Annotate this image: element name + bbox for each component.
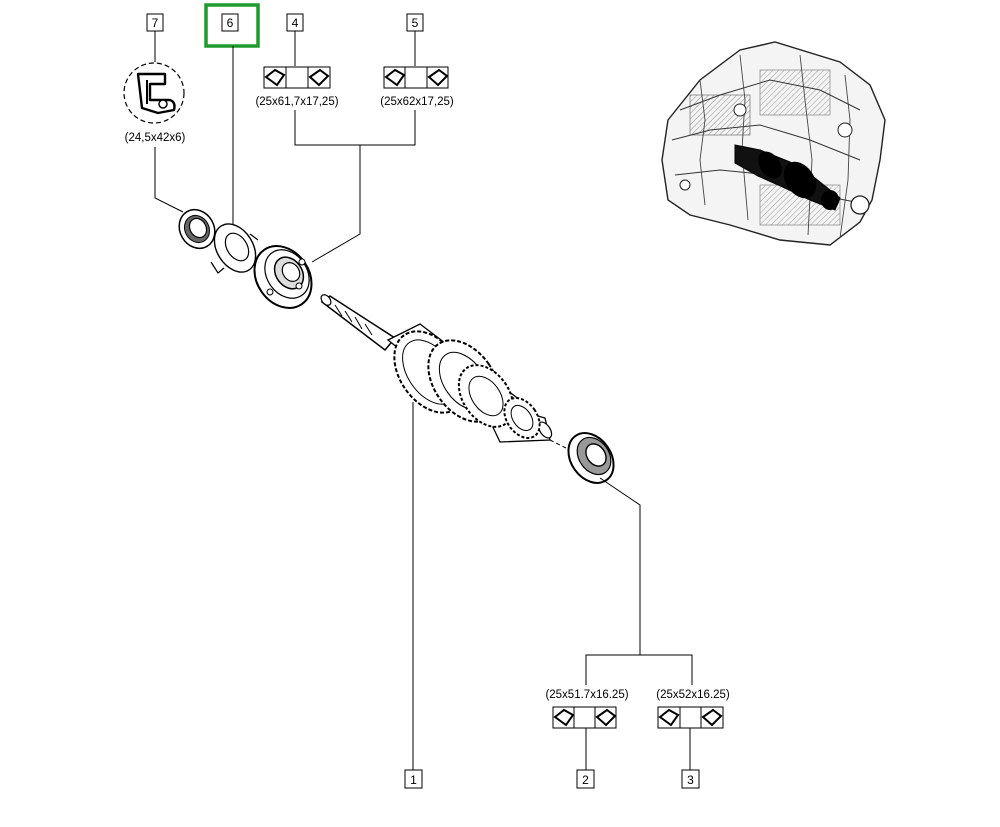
gearbox-locator-image xyxy=(661,41,886,246)
bearing-5-dimensions: (25x62x17,25) xyxy=(380,96,454,108)
bearing-5-symbol-icon xyxy=(383,66,449,89)
callout-3-label: 3 xyxy=(687,773,694,787)
callout-4[interactable]: 4 xyxy=(286,13,304,32)
input-shaft-bearing-front-part xyxy=(253,245,313,309)
callout-7-label: 7 xyxy=(152,16,159,30)
callout-1[interactable]: 1 xyxy=(404,769,423,789)
seal-7-dimensions: (24,5x42x6) xyxy=(125,132,186,144)
input-shaft-bearing-rear-part xyxy=(567,432,615,484)
callout-3[interactable]: 3 xyxy=(681,769,700,789)
thrust-washer-part xyxy=(210,223,259,274)
bearing-2-dimensions: (25x51.7x16.25) xyxy=(545,689,628,701)
seal-icon xyxy=(123,62,185,124)
gear-cluster-part xyxy=(393,330,541,439)
bearing-2-symbol-icon xyxy=(552,706,617,729)
callout-5[interactable]: 5 xyxy=(406,13,424,32)
bearing-3-dimensions: (25x52x16.25) xyxy=(656,689,730,701)
callout-7[interactable]: 7 xyxy=(146,13,164,32)
callout-1-label: 1 xyxy=(410,773,417,787)
callout-6[interactable]: 6 xyxy=(221,13,239,32)
callout-5-label: 5 xyxy=(412,16,419,30)
bearing-4-dimensions: (25x61,7x17,25) xyxy=(255,96,338,108)
callout-2-label: 2 xyxy=(582,773,589,787)
callout-2[interactable]: 2 xyxy=(576,769,595,789)
callout-6-label: 6 xyxy=(227,16,234,30)
oil-seal-part xyxy=(178,208,216,250)
bearing-4-symbol-icon xyxy=(263,66,331,89)
selection-highlight xyxy=(204,3,260,48)
bearing-3-symbol-icon xyxy=(657,706,724,729)
callout-4-label: 4 xyxy=(292,16,299,30)
